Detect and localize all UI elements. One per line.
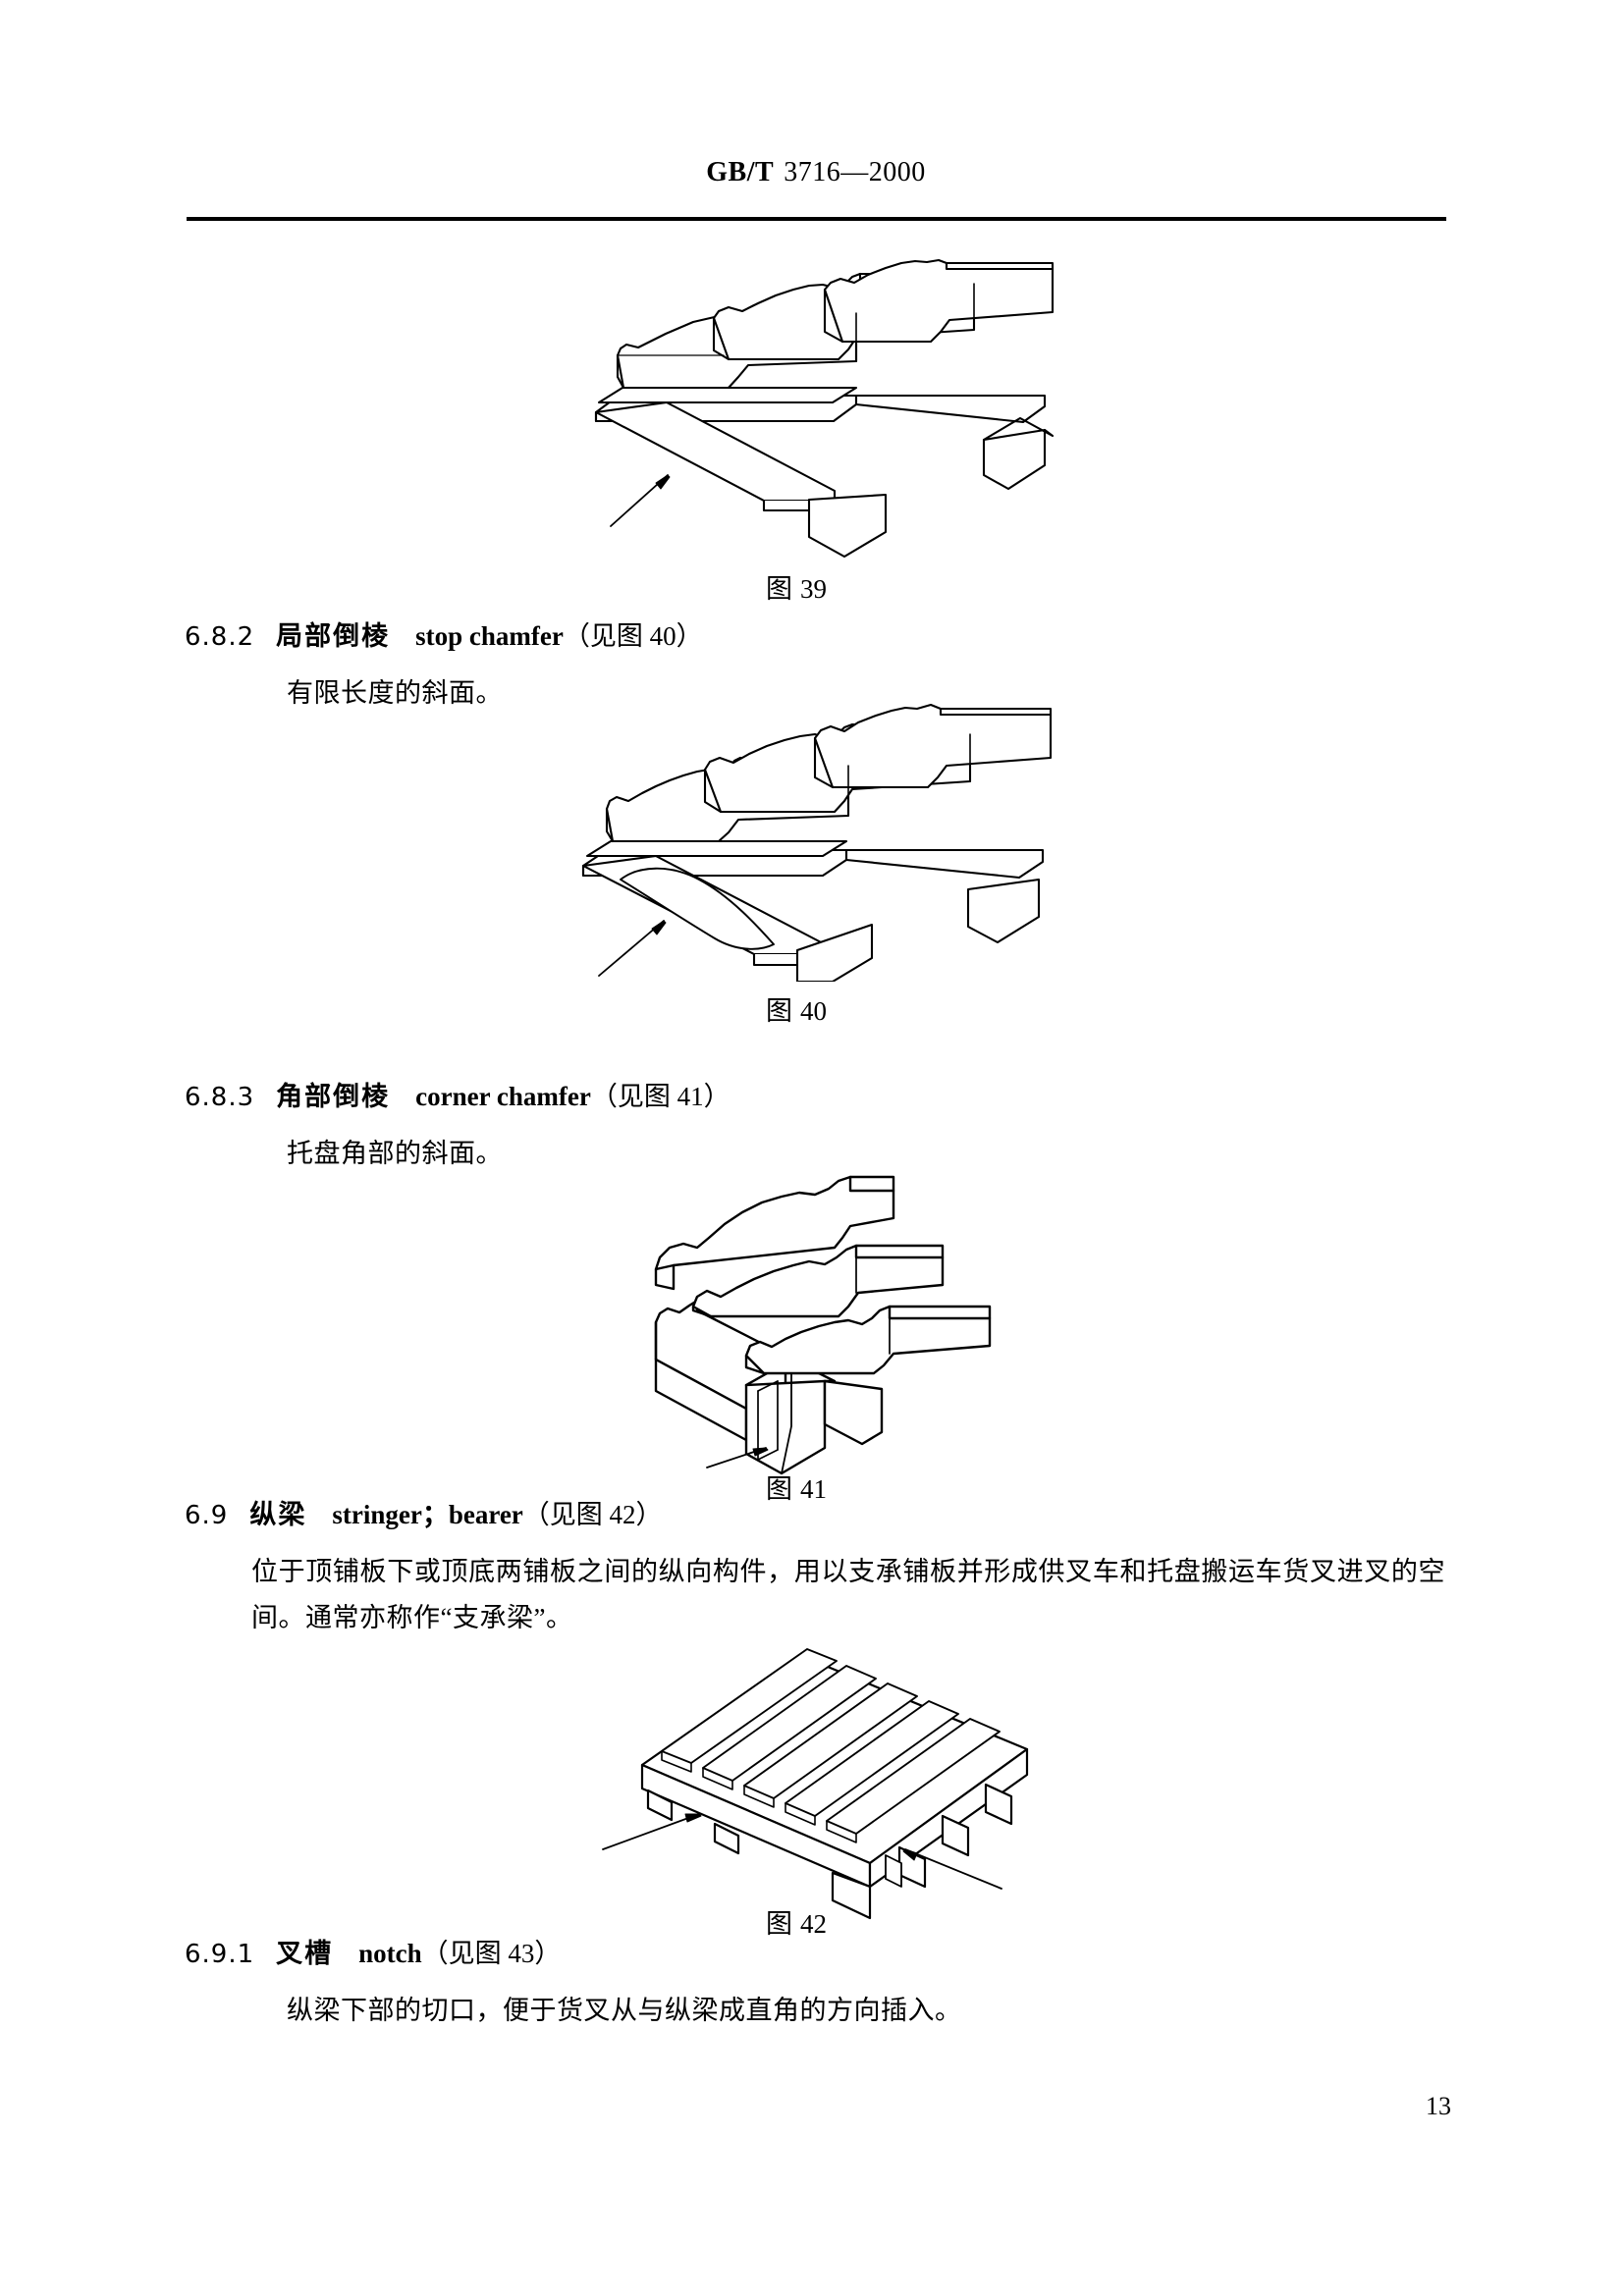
figure-42 xyxy=(589,1641,1080,1926)
clause-6-9-body: 位于顶铺板下或顶底两铺板之间的纵向构件，用以支承铺板并形成供叉车和托盘搬运车货叉… xyxy=(251,1557,1445,1632)
standard-code: GB/T xyxy=(706,157,775,187)
clause-figure-ref: （见图 43） xyxy=(421,1939,562,1968)
clause-term-cn: 叉槽 xyxy=(276,1939,334,1968)
clause-figure-ref: （见图 41） xyxy=(590,1082,731,1111)
clause-term-en: corner chamfer xyxy=(415,1082,591,1111)
clause-term-en: stop chamfer xyxy=(415,621,564,651)
clause-6-8-2-body: 有限长度的斜面。 xyxy=(287,678,503,708)
clause-6-9-1-body: 纵梁下部的切口，便于货叉从与纵梁成直角的方向插入。 xyxy=(287,1996,962,2025)
clause-6-9-1-heading: 6.9.1 叉槽 notch（见图 43） xyxy=(185,1939,562,1969)
clause-term-en: notch xyxy=(358,1939,422,1968)
clause-term-cn: 角部倒棱 xyxy=(276,1082,391,1111)
clause-number: 6.8.3 xyxy=(185,1083,255,1112)
standard-number: 3716—2000 xyxy=(784,157,926,187)
clause-figure-ref: （见图 42） xyxy=(522,1500,663,1529)
clause-6-9-heading: 6.9 纵梁 stringer；bearer（见图 42） xyxy=(185,1500,663,1530)
figure-41 xyxy=(599,1163,1011,1477)
clause-6-8-2-heading: 6.8.2 局部倒棱 stop chamfer（见图 40） xyxy=(185,621,703,652)
clause-figure-ref: （见图 40） xyxy=(563,621,703,651)
clause-number: 6.9.1 xyxy=(185,1940,255,1969)
page-number: 13 xyxy=(1426,2092,1451,2120)
figure-40 xyxy=(562,687,1092,982)
header-rule xyxy=(187,217,1446,221)
running-head: GB/T 3716—2000 xyxy=(187,157,1445,188)
clause-term-cn: 局部倒棱 xyxy=(276,621,391,651)
clause-6-8-3-body: 托盘角部的斜面。 xyxy=(287,1139,503,1168)
clause-number: 6.9 xyxy=(185,1501,229,1530)
clause-term-cn: 纵梁 xyxy=(249,1500,307,1529)
figure-39 xyxy=(562,257,1092,561)
clause-6-8-3-heading: 6.8.3 角部倒棱 corner chamfer（见图 41） xyxy=(185,1082,731,1112)
clause-number: 6.8.2 xyxy=(185,622,255,652)
clause-term-en: stringer；bearer xyxy=(332,1500,523,1529)
